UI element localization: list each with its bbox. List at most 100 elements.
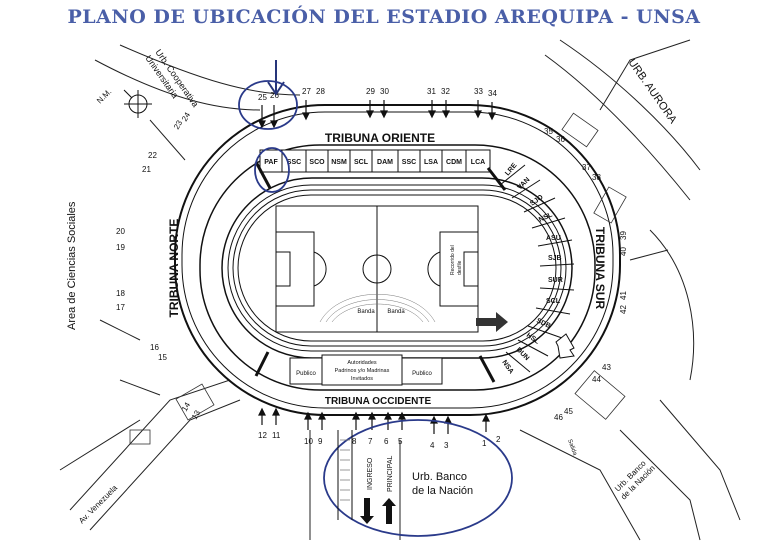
section-label: SCL [354,159,369,166]
section-label: HSL [525,332,541,346]
section-label: LRE [504,162,519,177]
highlight-circle-paf [254,147,290,193]
autoridades-label: Padrinos y/o Madrinas [335,368,390,374]
autoridades-label: Invitados [351,376,373,382]
gate-number: 12 [258,431,267,440]
gate-number: 1 [482,439,487,448]
gate-number: 40 [619,247,628,256]
highlight-circle-gate-25-26 [238,80,298,130]
gate-number: 24 [180,110,193,123]
stadium-outer-ring-2 [181,111,614,409]
running-track [227,184,567,352]
gate-number: 20 [116,227,125,236]
publico-right-label: Publico [412,371,432,377]
gate-number: 4 [430,441,435,450]
gate-number: 5 [398,437,403,446]
section-label: NSA [500,359,514,375]
gate-number: 8 [352,437,357,446]
gate-number: 27 [302,87,311,96]
tribuna-occidente-label: TRIBUNA OCCIDENTE [325,396,432,407]
recorrido-label: desfile [457,260,463,275]
gate-number: 32 [441,87,450,96]
north-label: N.M. [95,87,113,105]
gate-numbers-left: 13 14 15 16 17 18 19 20 21 22 23 24 [116,110,202,421]
gate-number: 29 [366,87,375,96]
gate-number: 16 [150,343,159,352]
urb-banco-label: Urb. Banco [412,471,467,483]
section-label: ASU [546,235,561,242]
gate-number: 9 [318,437,323,446]
gate-number: 15 [158,353,167,362]
section-label: LSA [424,159,438,166]
tribuna-sur-label: TRIBUNA SUR [593,227,607,310]
surrounding-blocks [129,112,627,445]
gate-number: 39 [619,231,628,240]
gate-number: 25 [258,93,267,102]
gate-number: 6 [384,437,389,446]
sections-bottom [289,354,443,386]
gate-number: 36 [556,135,565,144]
gate-number: 11 [272,431,281,440]
gate-number: 14 [180,400,193,413]
section-label: SDB [535,317,551,330]
gate-number: 44 [592,375,601,384]
gate-number: 35 [544,127,553,136]
gate-number: 26 [270,91,279,100]
section-label: DUN [515,346,531,362]
gate-number: 3 [444,441,449,450]
salida-label: Salida [566,439,578,457]
section-label: SSC [402,159,416,166]
right-section-dividers [499,164,575,373]
gate-number: 30 [380,87,389,96]
gate-number: 17 [116,303,125,312]
gate-number: 31 [427,87,436,96]
gate-number: 33 [474,87,483,96]
ingreso-label: INGRESO [367,457,374,490]
section-label: SJB [548,255,562,262]
main-entrance [337,430,396,524]
stands-outer [199,144,596,391]
gate-numbers-top: 25 26 27 28 29 30 31 32 33 34 [258,87,497,102]
tribuna-norte-label: TRIBUNA NORTE [167,219,181,318]
compass-icon [123,89,152,118]
gate-number: 21 [142,165,151,174]
banda-right-label: Banda [387,309,405,315]
gate-numbers-bottom: 1 2 3 4 5 6 7 8 9 10 11 12 [258,431,501,450]
area-ciencias-label: Area de Ciencias Sociales [66,201,78,330]
section-label: CDM [446,159,462,166]
exit-arrow [555,333,575,359]
gate-number: 19 [116,243,125,252]
highlight-circle-main-entrance [323,419,513,537]
gate-number: 10 [304,437,313,446]
banda-left-label: Banda [357,309,375,315]
gate-number: 34 [488,89,497,98]
section-label: LCA [471,159,485,166]
sections-top-labels: PAF SSC SCO NSM SCL DAM SSC LSA CDM LCA [264,159,485,166]
urb-banco-label: de la Nación [412,485,473,497]
gate-number: 18 [116,289,125,298]
publico-left-label: Publico [296,371,316,377]
football-field [275,205,479,333]
gate-number: 2 [496,435,501,444]
entry-arrow-top [267,60,285,96]
surrounding-roads [59,39,741,541]
section-label: SCL [546,298,561,305]
section-label: PAF [264,159,278,166]
section-label: SCO [309,159,325,166]
gate-number: 38 [592,173,601,182]
gate-number: 43 [602,363,611,372]
section-label: NSM [331,159,347,166]
stadium-outer-ring [174,104,621,416]
gate-numbers-right: 35 36 37 38 39 40 41 42 43 44 45 46 [544,127,628,422]
tribuna-oriente-label: TRIBUNA ORIENTE [325,131,435,145]
parade-route-arrow [476,312,508,332]
gate-number: 45 [564,407,573,416]
sections-top [259,149,491,173]
gate-number: 22 [148,151,157,160]
section-label: DAM [377,159,393,166]
stand-dividers [254,161,507,383]
recorrido-label: Recorrido del [450,245,456,275]
map-title: PLANO DE UBICACIÓN DEL ESTADIO AREQUIPA … [67,6,701,28]
section-label: SSC [287,159,301,166]
